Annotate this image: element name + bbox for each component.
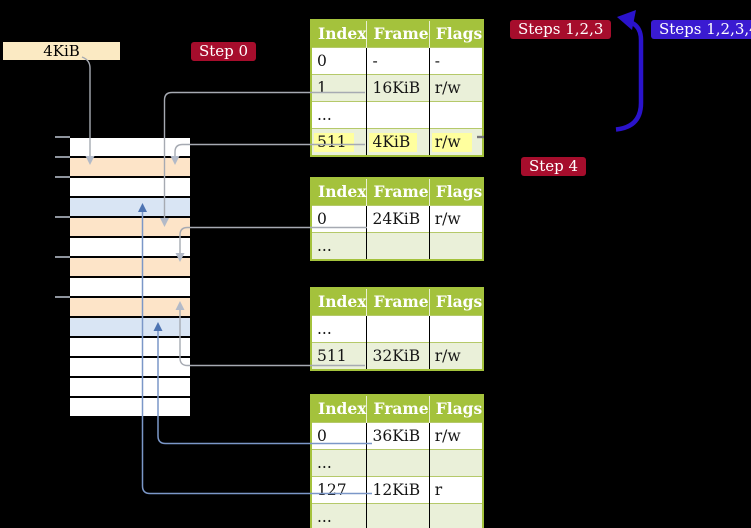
- column-header: Frame: [366, 20, 430, 48]
- column-header: Flags: [429, 178, 484, 206]
- column-header: Index: [311, 395, 368, 423]
- page-size-label: 4KiB: [3, 42, 120, 60]
- table-cell: 32KiB: [366, 342, 430, 370]
- table-cell: [429, 315, 484, 343]
- table-row: ...: [311, 315, 484, 343]
- table-row: ...: [311, 449, 484, 477]
- column-header: Index: [311, 288, 368, 316]
- address-tick: [55, 256, 70, 258]
- table-cell: 24KiB: [366, 205, 430, 233]
- memory-frame-row: [70, 398, 190, 416]
- memory-frame-row: [70, 198, 190, 216]
- memory-frame-row: [70, 378, 190, 396]
- memory-frame-row: [70, 298, 190, 316]
- column-header: Flags: [429, 288, 484, 316]
- column-header: Frame: [366, 178, 430, 206]
- table-cell: ...: [311, 101, 368, 129]
- column-header: Index: [311, 20, 368, 48]
- badge-step4: Step 4: [521, 157, 587, 176]
- memory-frame-row: [70, 158, 190, 176]
- highlighted-value: 511: [314, 132, 354, 152]
- table-cell: [429, 101, 484, 129]
- table-cell: [429, 449, 484, 477]
- memory-frame-row: [70, 278, 190, 296]
- address-tick: [55, 156, 70, 158]
- table-cell: ...: [311, 315, 368, 343]
- table-cell: [366, 232, 430, 260]
- table-cell: [429, 503, 484, 528]
- table-cell: 511: [311, 128, 368, 156]
- table-row: ...: [311, 232, 484, 260]
- address-tick: [55, 136, 70, 138]
- table-cell: r/w: [429, 128, 484, 156]
- table-cell: 0: [311, 47, 368, 75]
- badge-step0: Step 0: [191, 42, 257, 61]
- table-cell: 16KiB: [366, 74, 430, 102]
- table-cell: 0: [311, 205, 368, 233]
- address-tick: [55, 216, 70, 218]
- table-cell: r/w: [429, 205, 484, 233]
- table-row: 511 4KiB r/w: [311, 128, 484, 156]
- table-cell: 127: [311, 476, 368, 504]
- table-cell: 0: [311, 422, 368, 450]
- memory-frame-row: [70, 238, 190, 256]
- table-cell: [429, 232, 484, 260]
- table-cell: ...: [311, 503, 368, 528]
- table-cell: r/w: [429, 422, 484, 450]
- table-cell: [366, 449, 430, 477]
- column-header: Flags: [429, 20, 484, 48]
- column-header: Flags: [429, 395, 484, 423]
- badge-steps123: Steps 1,2,3: [510, 20, 612, 39]
- column-header: Frame: [366, 395, 430, 423]
- highlighted-value: 4KiB: [369, 132, 418, 152]
- table-cell: [366, 503, 430, 528]
- address-tick: [55, 296, 70, 298]
- memory-frame-row: [70, 318, 190, 336]
- table-cell: [366, 315, 430, 343]
- column-header: Frame: [366, 288, 430, 316]
- memory-frame-row: [70, 218, 190, 236]
- table-row: ...: [311, 503, 484, 528]
- memory-frame-row: [70, 338, 190, 356]
- highlighted-value: r/w: [431, 132, 472, 152]
- table-cell: -: [366, 47, 430, 75]
- table-cell: ...: [311, 449, 368, 477]
- table-cell: r/w: [429, 74, 484, 102]
- table-row: 0--: [311, 47, 484, 75]
- table-cell: 511: [311, 342, 368, 370]
- table-cell: r: [429, 476, 484, 504]
- badge-steps1234: Steps 1,2,3,4: [651, 20, 751, 39]
- column-header: Index: [311, 178, 368, 206]
- table-cell: r/w: [429, 342, 484, 370]
- memory-frame-row: [70, 138, 190, 156]
- table-cell: [366, 101, 430, 129]
- table-cell: 36KiB: [366, 422, 430, 450]
- address-tick: [55, 176, 70, 178]
- table-row: ...: [311, 101, 484, 129]
- table-cell: ...: [311, 232, 368, 260]
- loop-arrow-line: [615, 19, 644, 132]
- memory-frame-row: [70, 358, 190, 376]
- memory-frame-row: [70, 178, 190, 196]
- loop-arrowhead-icon: [617, 10, 636, 30]
- table-cell: 1: [311, 74, 368, 102]
- table-cell: 4KiB: [366, 128, 430, 156]
- table-cell: -: [429, 47, 484, 75]
- table-cell: 12KiB: [366, 476, 430, 504]
- memory-frame-row: [70, 258, 190, 276]
